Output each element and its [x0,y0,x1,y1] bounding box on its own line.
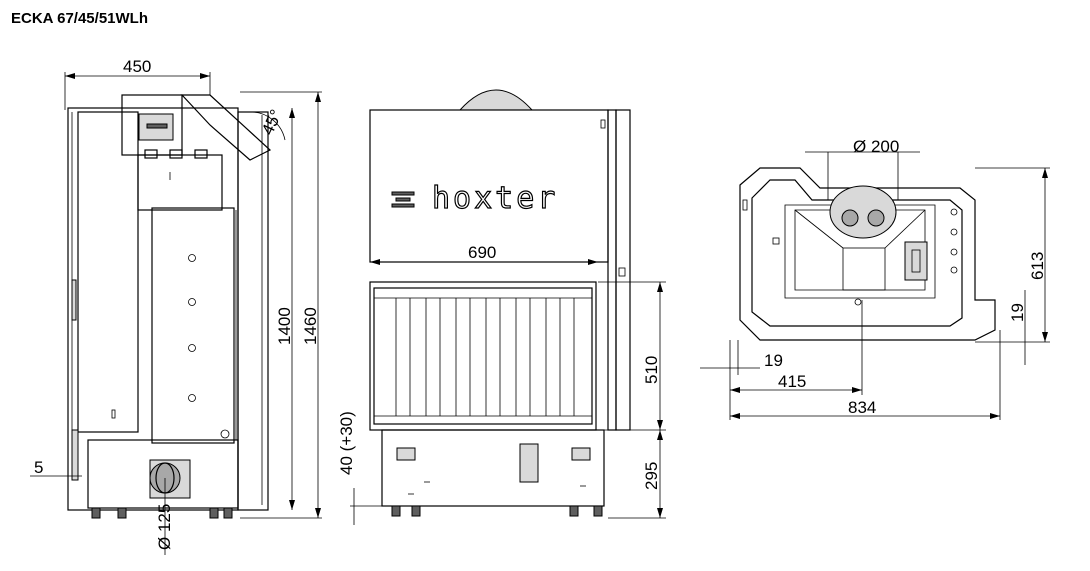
dim-510: 510 [642,356,661,384]
brand-text: hoxter [432,181,558,216]
dim-450: 450 [123,57,151,76]
dim-flue-200: Ø 200 [853,137,899,156]
front-view: hoxter 690 [337,89,666,525]
drawing-title: ECKA 67/45/51WLh [11,10,148,27]
top-view: Ø 200 613 19 19 [700,137,1050,420]
dim-613: 613 [1028,252,1047,280]
dim-1460: 1460 [301,307,320,345]
hoxter-logo: hoxter [391,180,558,217]
dim-19-right: 19 [1008,303,1027,322]
side-view: 450 45° [30,57,322,555]
dim-flue-125: Ø 125 [155,504,174,550]
dim-415: 415 [778,372,806,391]
dim-834: 834 [848,398,876,417]
dim-19-bottom: 19 [764,351,783,370]
glass-bars [395,298,575,416]
dim-40-30: 40 (+30) [337,411,356,475]
dim-690: 690 [468,243,496,262]
dim-1400: 1400 [275,307,294,345]
dim-5: 5 [34,458,43,477]
dim-295: 295 [642,462,661,490]
